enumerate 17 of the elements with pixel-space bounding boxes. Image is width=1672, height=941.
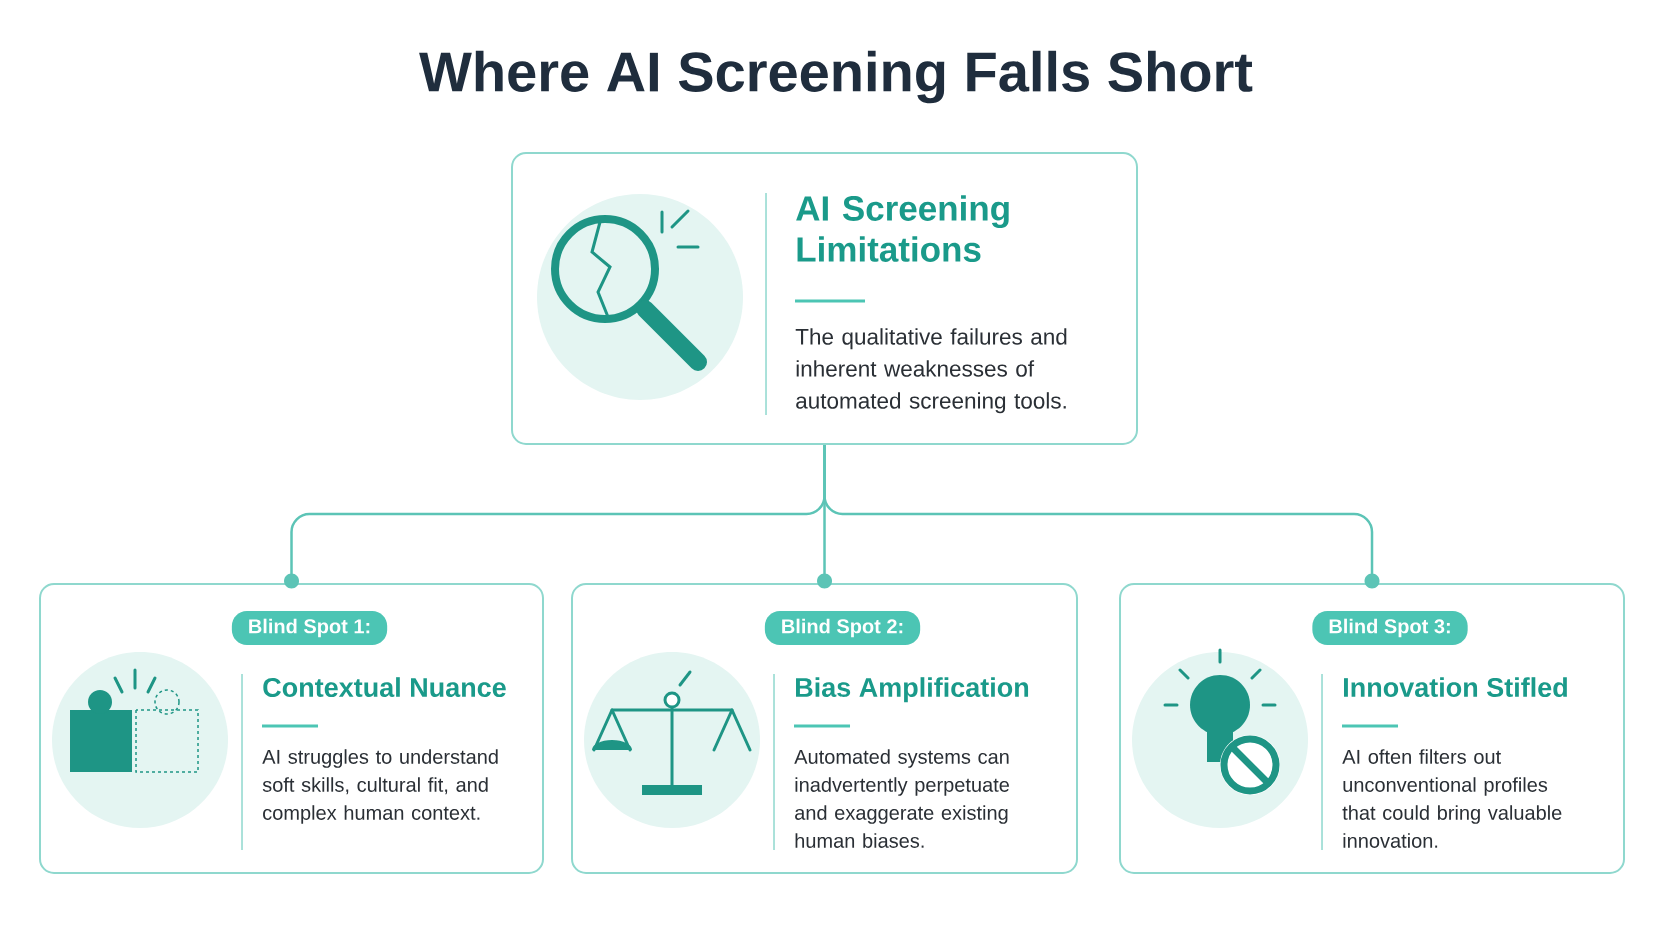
- badge: Blind Spot 1:: [231, 611, 388, 645]
- heading: Contextual Nuance: [263, 677, 506, 698]
- heading: AI Screening Limitations: [796, 195, 1009, 262]
- heading: Bias Amplification: [796, 677, 1029, 703]
- card: [511, 152, 1138, 445]
- card: [39, 583, 544, 874]
- connector: [823, 445, 1380, 589]
- badge: Blind Spot 3:: [1312, 611, 1468, 645]
- heading: Innovation Stifled: [1344, 677, 1567, 698]
- description: AI struggles to understand soft skills, cultural fit, and complex human context.: [262, 749, 498, 824]
- description: AI often filters out unconventional profiles that could bring valuable innovation.: [1342, 749, 1562, 848]
- card: [1119, 583, 1625, 874]
- card: [571, 583, 1078, 874]
- description: Automated systems can inadvertently perpetuate and exaggerate existing human biases.: [794, 749, 1009, 848]
- badge: Blind Spot 2:: [764, 611, 921, 645]
- description: The qualitative failures and inherent weaknesses of automated screening tools.: [795, 328, 1067, 414]
- title: Where AI Screening Falls Short: [419, 50, 1253, 104]
